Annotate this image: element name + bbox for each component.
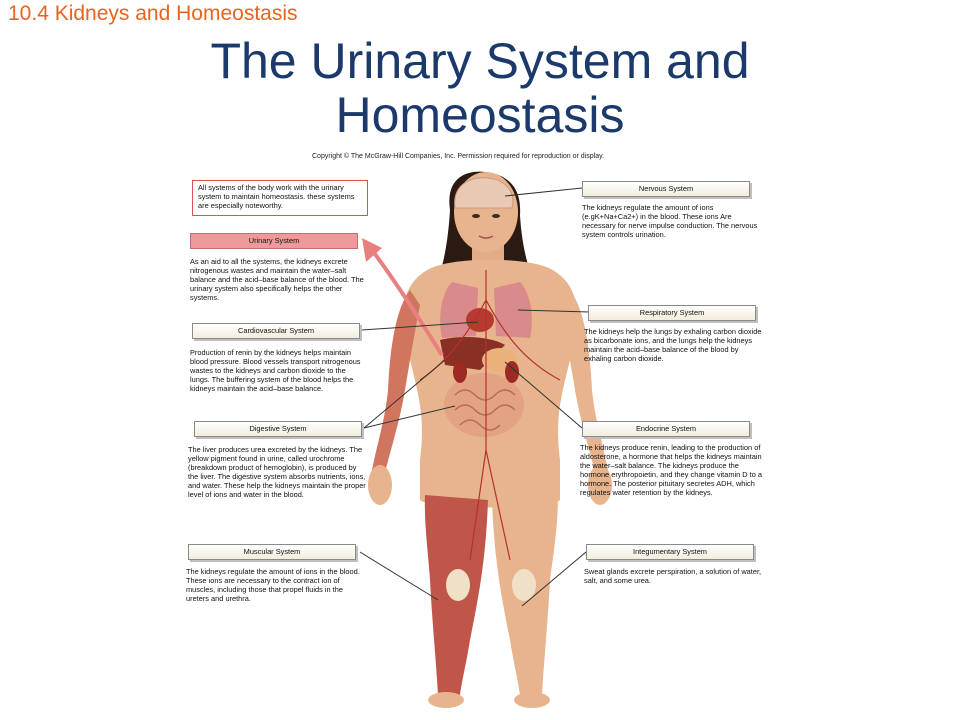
brain	[454, 177, 514, 209]
left-knee	[446, 569, 470, 601]
label-cardiovascular-system: Cardiovascular System	[192, 323, 360, 339]
label-urinary-system: Urinary System	[190, 233, 358, 249]
label-endocrine-system: Endocrine System	[582, 421, 750, 437]
blood-vessels	[419, 270, 561, 561]
lung-right	[494, 282, 532, 338]
title-line-2: Homeostasis	[335, 87, 625, 143]
desc-urinary-system: As an aid to all the systems, the kidney…	[190, 257, 364, 302]
label-integumentary-system: Integumentary System	[586, 544, 754, 560]
eye-right	[492, 214, 500, 218]
label-respiratory-system: Respiratory System	[588, 305, 756, 321]
label-nervous-system: Nervous System	[582, 181, 750, 197]
right-foot	[514, 692, 550, 708]
leader-muscular	[359, 551, 439, 601]
copyright-notice: Copyright © The McGraw-Hill Companies, I…	[312, 153, 605, 160]
desc-endocrine-system: The kidneys produce renin, leading to th…	[580, 443, 762, 497]
leader-nervous	[504, 187, 583, 197]
kidney-right	[505, 361, 519, 383]
page-title: The Urinary System and Homeostasis	[0, 34, 960, 142]
intestine-coils	[454, 389, 516, 431]
leader-endocrine	[504, 361, 583, 429]
left-arm	[372, 290, 420, 472]
intro-box: All systems of the body work with the ur…	[192, 180, 368, 216]
mouth	[478, 235, 494, 239]
desc-cardiovascular-system: Production of renin by the kidneys helps…	[190, 348, 361, 393]
label-muscular-system: Muscular System	[188, 544, 356, 560]
left-foot	[428, 692, 464, 708]
urinary-arrowhead	[362, 238, 382, 262]
desc-respiratory-system: The kidneys help the lungs by exhaling c…	[584, 327, 762, 363]
desc-integumentary-system: Sweat glands excrete perspiration, a sol…	[584, 567, 762, 585]
eye-left	[472, 214, 480, 218]
leader-cardiovascular	[361, 321, 479, 331]
left-hand	[368, 465, 392, 505]
section-label: 10.4 Kidneys and Homeostasis	[8, 2, 298, 25]
desc-nervous-system: The kidneys regulate the amount of ions …	[582, 203, 758, 239]
title-line-1: The Urinary System and	[210, 33, 750, 89]
leader-digestive-2	[363, 359, 446, 429]
leader-integumentary	[521, 551, 587, 607]
leader-respiratory	[517, 309, 591, 313]
kidney-left	[453, 361, 467, 383]
leader-digestive	[363, 405, 456, 429]
label-digestive-system: Digestive System	[194, 421, 362, 437]
heart	[466, 308, 494, 332]
desc-digestive-system: The liver produces urea excreted by the …	[188, 445, 366, 499]
desc-muscular-system: The kidneys regulate the amount of ions …	[186, 567, 360, 603]
right-hand	[588, 465, 612, 505]
right-knee	[512, 569, 536, 601]
urinary-arrow	[370, 248, 444, 357]
